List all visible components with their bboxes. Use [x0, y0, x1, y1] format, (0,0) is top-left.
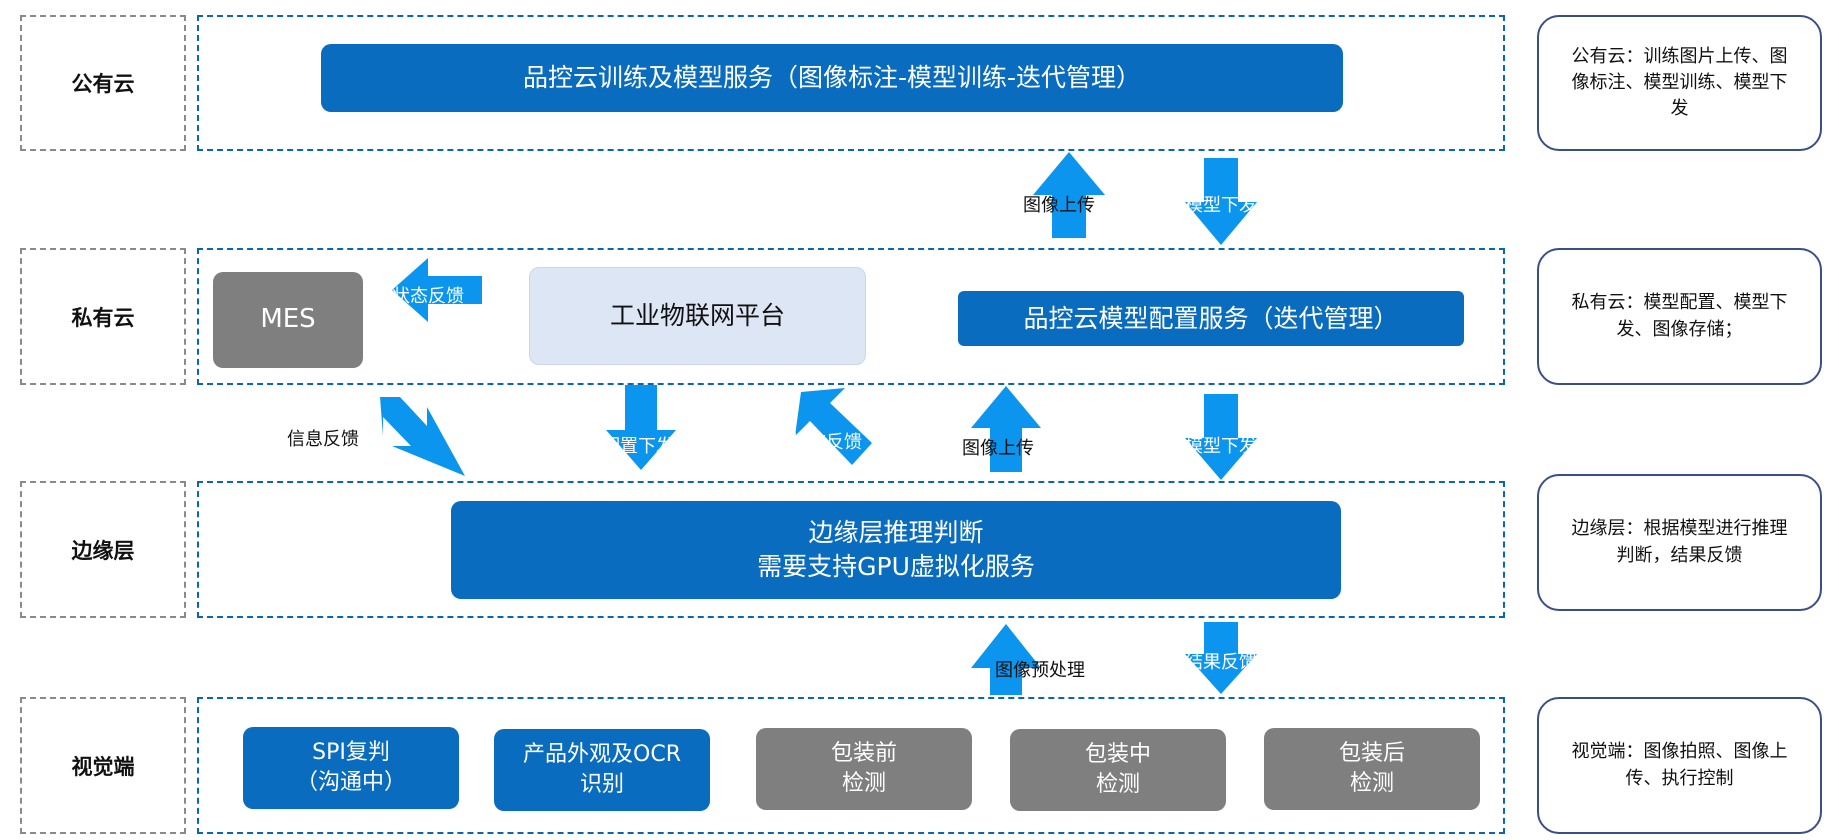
mes-box: MES: [213, 272, 363, 368]
layer-label-edge: 边缘层: [20, 481, 186, 618]
model-config-label: 品控云模型配置服务（迭代管理）: [1023, 303, 1399, 333]
vision-box-line2: 识别: [579, 772, 624, 797]
public-cloud-frame: [197, 15, 1505, 151]
image-upload-arrow-top: [1033, 152, 1105, 238]
label-image-upload-mid: 图像上传: [962, 438, 1034, 459]
vision-box-line1: SPI复判: [312, 740, 390, 766]
label-result-feedback: 结果反馈: [1185, 652, 1257, 673]
model-config-service-box: 品控云模型配置服务（迭代管理）: [958, 291, 1464, 346]
image-preprocess-arrow: [971, 624, 1041, 695]
vision-box-post-packaging: 包装后 检测: [1264, 728, 1480, 810]
label-config-download: 配置下发: [602, 436, 674, 457]
vision-box-line2: 检测: [1095, 772, 1140, 797]
vision-box-line1: 包装后: [1338, 741, 1405, 767]
vision-frame: [197, 697, 1505, 834]
note-private-cloud: 私有云：模型配置、模型下发、图像存储；: [1537, 248, 1822, 385]
label-status-feedback-iot: 状态反馈: [790, 432, 862, 453]
layer-label-text: 视觉端: [71, 754, 135, 779]
note-text: 边缘层：根据模型进行推理判断，结果反馈: [1571, 518, 1788, 566]
edge-frame: [197, 481, 1505, 618]
vision-box-spi: SPI复判 （沟通中）: [243, 727, 459, 809]
label-model-download-mid: 模型下发: [1185, 436, 1257, 457]
result-feedback-arrow: [1185, 622, 1257, 694]
iiot-platform-box: 工业物联网平台: [529, 267, 866, 365]
private-cloud-frame: [197, 248, 1505, 385]
edge-inference-box: 边缘层推理判断 需要支持GPU虚拟化服务: [451, 501, 1341, 599]
layer-label-public-cloud: 公有云: [20, 15, 186, 151]
note-edge: 边缘层：根据模型进行推理判断，结果反馈: [1537, 474, 1822, 611]
iiot-platform-label: 工业物联网平台: [609, 301, 785, 331]
vision-box-pre-packaging: 包装前 检测: [756, 728, 972, 810]
vision-box-line2: 检测: [841, 771, 886, 796]
vision-box-line1: 包装前: [830, 741, 897, 767]
label-info-feedback: 信息反馈: [287, 429, 359, 450]
mes-label: MES: [260, 304, 316, 335]
note-vision: 视觉端：图像拍照、图像上传、执行控制: [1537, 697, 1822, 834]
vision-box-line2: 检测: [1349, 771, 1394, 796]
model-download-arrow-mid: [1185, 394, 1257, 480]
image-upload-arrow-mid: [971, 386, 1041, 472]
service-title: 品控云训练及模型服务（图像标注-模型训练-迭代管理）: [522, 63, 1142, 93]
note-text: 私有云：模型配置、模型下发、图像存储；: [1571, 292, 1788, 340]
vision-box-ocr: 产品外观及OCR 识别: [494, 729, 710, 811]
vision-box-line2: （沟通中）: [295, 770, 406, 795]
layer-label-vision: 视觉端: [20, 697, 186, 834]
public-cloud-training-service: 品控云训练及模型服务（图像标注-模型训练-迭代管理）: [321, 44, 1343, 112]
label-image-preprocess: 图像预处理: [995, 660, 1085, 681]
edge-inference-line1: 边缘层推理判断: [808, 518, 984, 548]
config-download-arrow: [606, 385, 676, 470]
label-model-download-top: 模型下发: [1185, 195, 1257, 216]
label-status-feedback-mes: 状态反馈: [392, 286, 464, 307]
status-feedback-arrow-iot: [795, 388, 872, 465]
edge-inference-line2: 需要支持GPU虚拟化服务: [757, 552, 1035, 581]
note-text: 公有云：训练图片上传、图像标注、模型训练、模型下发: [1571, 45, 1788, 120]
note-text: 视觉端：图像拍照、图像上传、执行控制: [1571, 741, 1788, 789]
model-download-arrow-top: [1185, 158, 1257, 245]
layer-label-text: 公有云: [71, 72, 135, 96]
vision-box-line1: 包装中: [1084, 742, 1151, 768]
info-feedback-double-arrow: [380, 397, 465, 476]
label-image-upload-top: 图像上传: [1023, 195, 1095, 216]
layer-label-text: 边缘层: [71, 538, 135, 563]
layer-label-text: 私有云: [71, 305, 135, 330]
vision-box-mid-packaging: 包装中 检测: [1010, 729, 1226, 811]
vision-box-line1: 产品外观及OCR: [523, 742, 681, 768]
layer-label-private-cloud: 私有云: [20, 248, 186, 385]
status-feedback-arrow-mes: [392, 258, 482, 322]
note-public-cloud: 公有云：训练图片上传、图像标注、模型训练、模型下发: [1537, 15, 1822, 151]
